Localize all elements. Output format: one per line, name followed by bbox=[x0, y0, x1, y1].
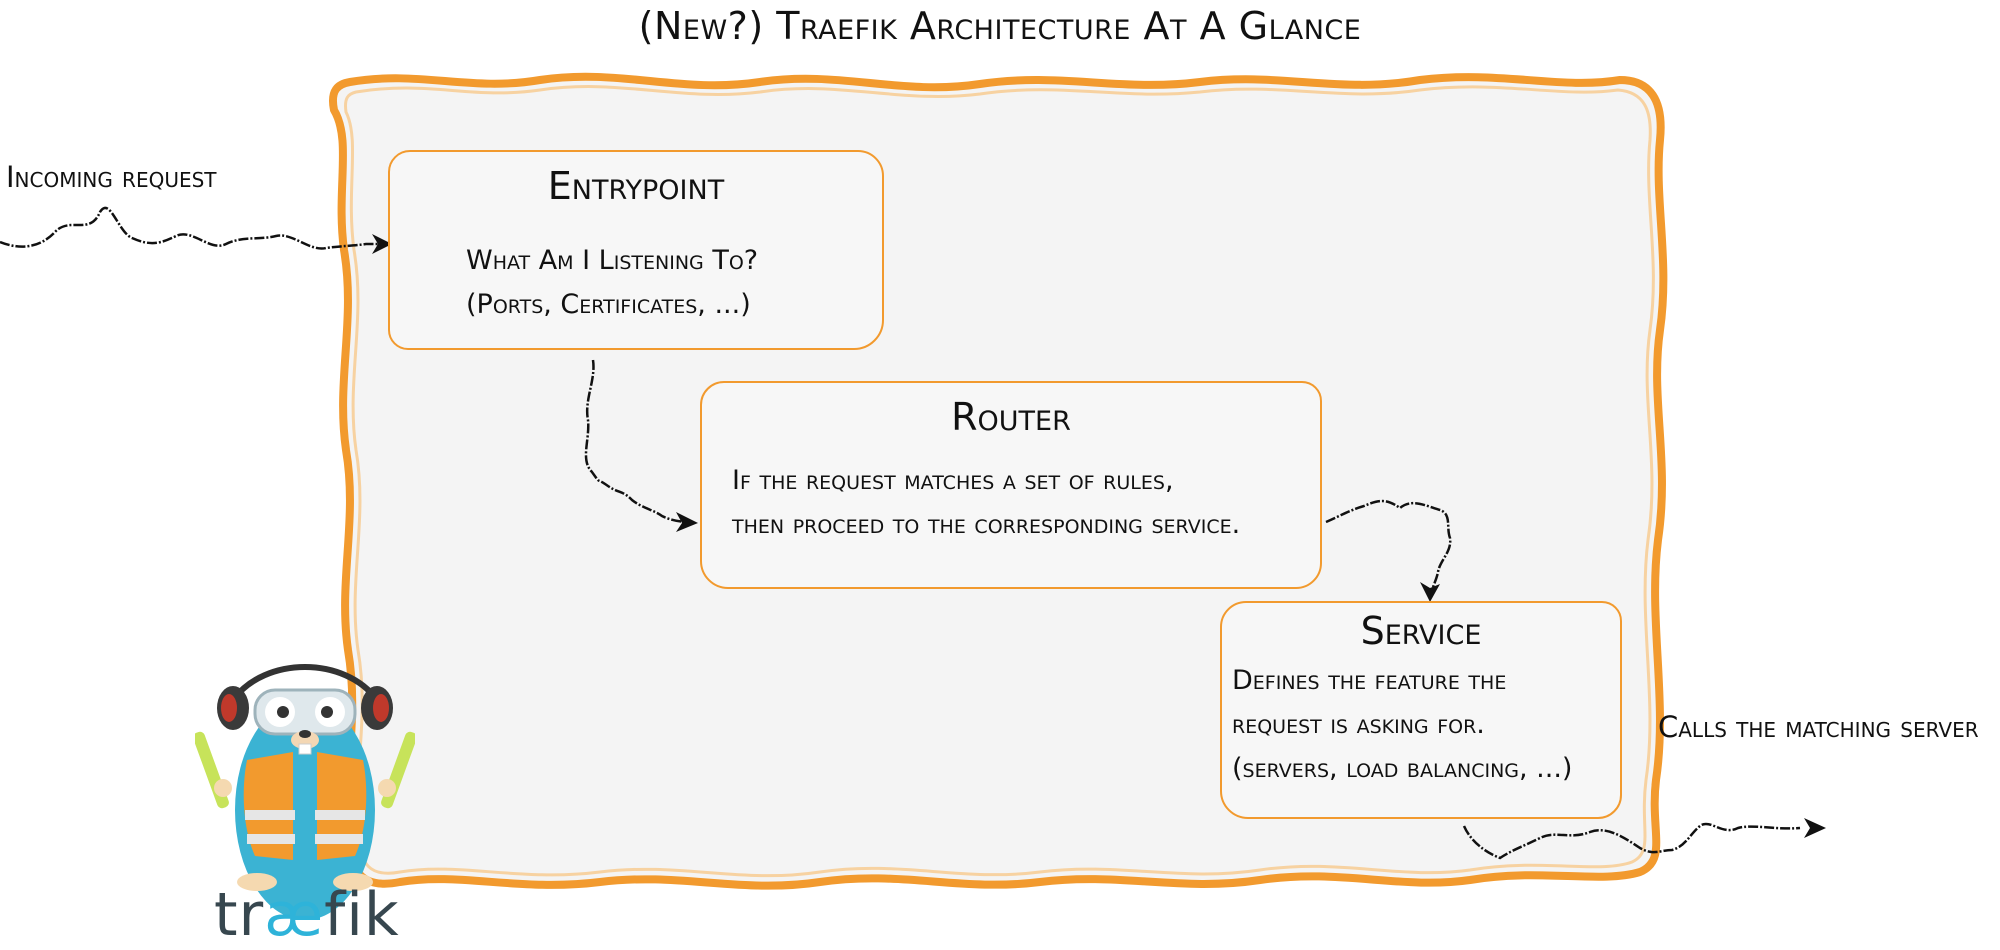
traefik-logo: træfik bbox=[214, 880, 400, 950]
service-line: (servers, load balancing, ...) bbox=[1232, 747, 1572, 791]
router-description: If the request matches a set of rules, t… bbox=[732, 459, 1240, 547]
outgoing-arrow-head bbox=[1804, 818, 1826, 838]
service-line: Defines the feature the bbox=[1232, 659, 1572, 703]
entrypoint-box: Entrypoint What Am I Listening To? (Port… bbox=[388, 150, 884, 350]
entrypoint-line: (Ports, Certificates, ...) bbox=[466, 283, 758, 327]
entrypoint-line: What Am I Listening To? bbox=[466, 239, 758, 283]
router-line: then proceed to the corresponding servic… bbox=[732, 503, 1240, 547]
service-line: request is asking for. bbox=[1232, 703, 1572, 747]
router-box: Router If the request matches a set of r… bbox=[700, 381, 1322, 589]
calls-server-label: Calls the matching server bbox=[1658, 710, 1979, 744]
entrypoint-title: Entrypoint bbox=[390, 164, 882, 208]
service-title: Service bbox=[1222, 609, 1620, 653]
router-line: If the request matches a set of rules, bbox=[732, 459, 1240, 503]
logo-ligature: æ bbox=[264, 880, 324, 950]
incoming-request-label: Incoming request bbox=[6, 160, 217, 194]
entrypoint-description: What Am I Listening To? (Ports, Certific… bbox=[466, 239, 758, 327]
service-description: Defines the feature the request is askin… bbox=[1232, 659, 1572, 791]
logo-suffix: fik bbox=[324, 880, 400, 950]
diagram-title: (New?) Traefik Architecture At A Glance bbox=[0, 0, 2000, 52]
router-title: Router bbox=[702, 395, 1320, 439]
incoming-arrow bbox=[0, 208, 386, 249]
logo-prefix: tr bbox=[214, 880, 264, 950]
service-box: Service Defines the feature the request … bbox=[1220, 601, 1622, 819]
